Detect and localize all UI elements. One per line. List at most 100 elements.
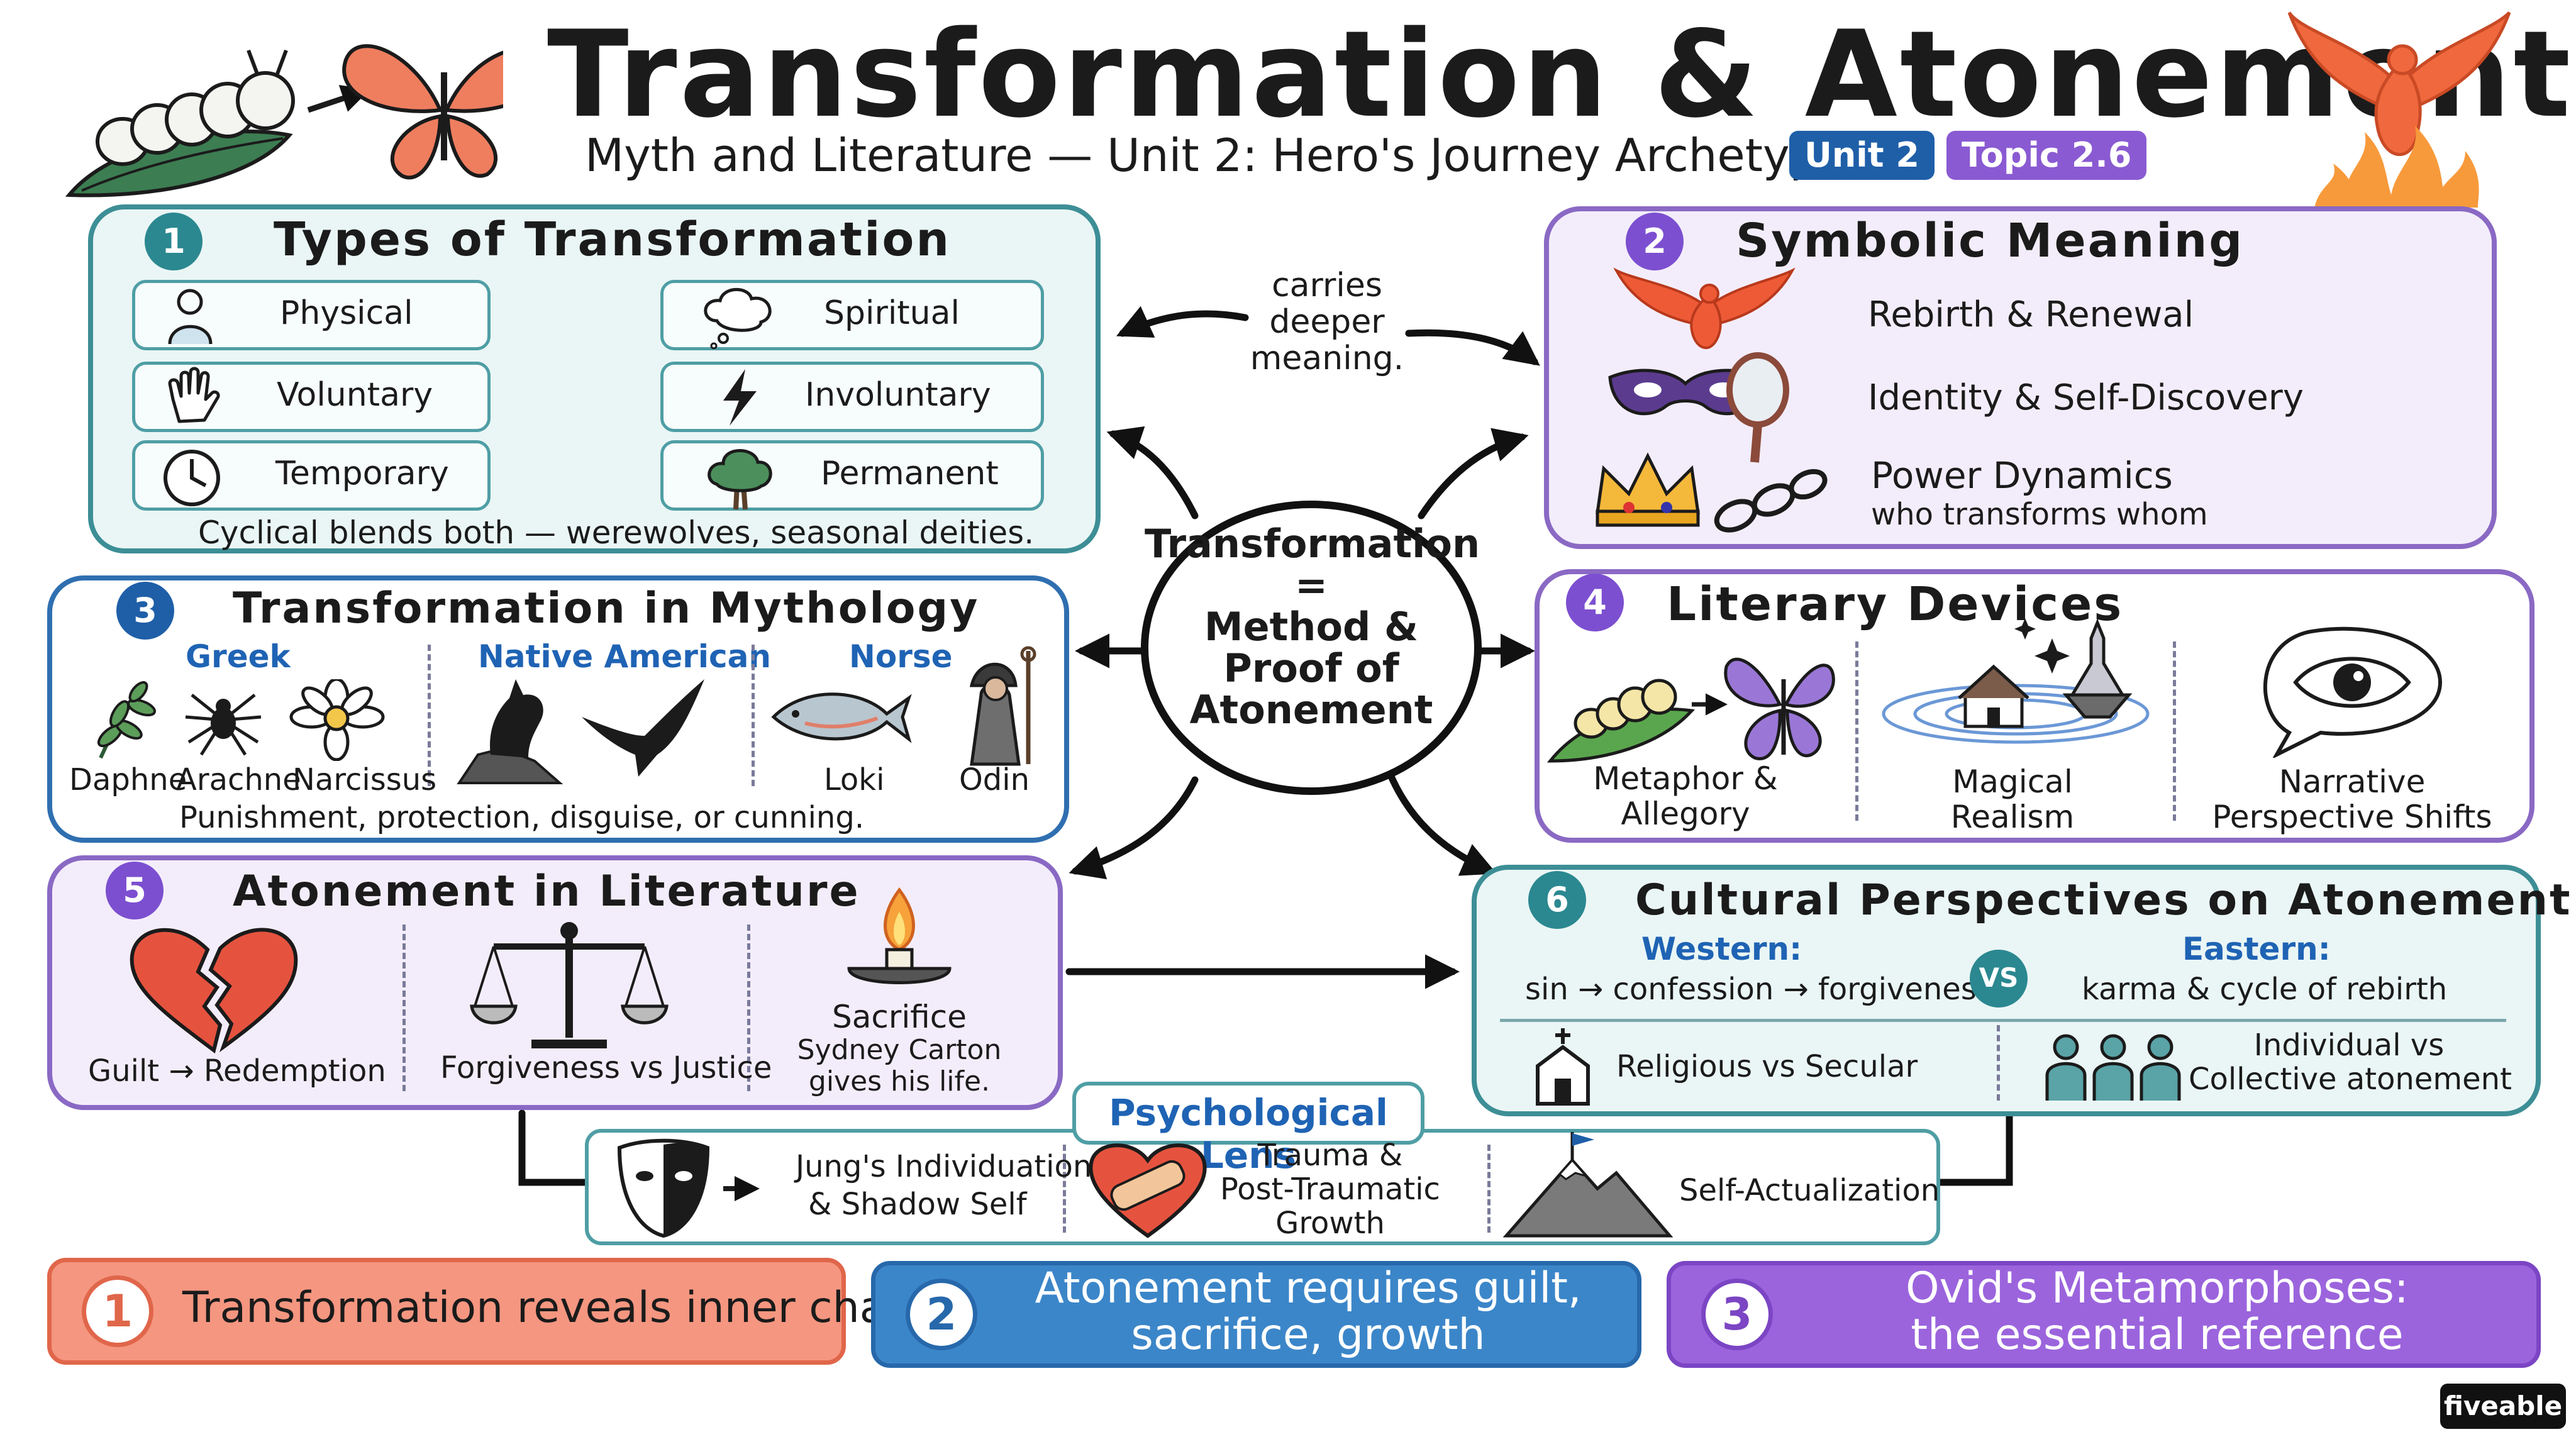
- group-norse: Norse: [849, 638, 953, 675]
- unit-tag: Unit 2: [1789, 131, 1935, 180]
- eagle-icon: [582, 679, 704, 777]
- brand-logo: fiveable: [2440, 1384, 2566, 1429]
- takeaway-text: Transformation reveals inner change: [182, 1283, 967, 1333]
- myth-loki: Loki: [824, 762, 885, 797]
- bandaged-heart-icon: [1089, 1143, 1207, 1238]
- section-psychological-lens: [585, 1129, 1940, 1245]
- western-label: Western:: [1641, 931, 1802, 967]
- section-title: Transformation in Mythology: [233, 584, 980, 633]
- eastern-label: Eastern:: [2182, 931, 2331, 967]
- section-note: Punishment, protection, disguise, or cun…: [179, 800, 865, 835]
- page-subtitle: Myth and Literature — Unit 2: Hero's Jou…: [585, 129, 1870, 182]
- myth-arachne: Arachne: [176, 762, 301, 797]
- howling-wolf-icon: [457, 679, 564, 784]
- forgiveness-vs-justice: Forgiveness vs Justice: [440, 1050, 772, 1085]
- takeaway-text: Ovid's Metamorphoses:the essential refer…: [1906, 1263, 2409, 1360]
- device-metaphor: Metaphor &Allegory: [1593, 760, 1778, 832]
- section-title: Atonement in Literature: [233, 867, 860, 916]
- carries-deeper-meaning-note: carries deeper meaning.: [1250, 267, 1404, 377]
- myth-narcissus: Narcissus: [292, 762, 437, 797]
- mountain-flag-icon: [1503, 1132, 1673, 1238]
- identity-self-discovery: Identity & Self-Discovery: [1868, 377, 2304, 418]
- power-dynamics: Power Dynamics: [1871, 454, 2173, 497]
- psych-title-tab: [1072, 1082, 1424, 1145]
- myth-odin: Odin: [959, 762, 1030, 797]
- raised-hand-icon: [168, 367, 220, 423]
- self-actualization: Self-Actualization: [1679, 1173, 1940, 1208]
- takeaway-1: [47, 1258, 846, 1365]
- group-of-people-icon: [2045, 1034, 2181, 1101]
- page-title: Transformation & Atonement: [547, 5, 2573, 144]
- label-temporary: Temporary: [275, 455, 449, 492]
- phoenix-small-icon: [1613, 267, 1796, 350]
- section-number: 1: [145, 213, 203, 270]
- metaphor-icon: [1547, 657, 1835, 763]
- section-note: Cyclical blends both — werewolves, seaso…: [198, 514, 1035, 551]
- trauma-growth: Trauma & Post-Traumatic Growth: [1220, 1138, 1440, 1241]
- church-icon: [1536, 1028, 1590, 1106]
- section-number: 3: [116, 582, 174, 640]
- group-native-american: Native American: [478, 638, 772, 675]
- jung-individuation: Jung's Individuation & Shadow Self: [796, 1149, 1092, 1222]
- label-spiritual: Spiritual: [824, 294, 960, 332]
- takeaway-number: 1: [82, 1275, 153, 1347]
- laurel-branch-icon: [97, 681, 156, 759]
- label-physical: Physical: [280, 294, 413, 332]
- section-number: 6: [1528, 871, 1586, 929]
- rebirth-renewal: Rebirth & Renewal: [1868, 294, 2194, 335]
- label-involuntary: Involuntary: [805, 376, 991, 414]
- religious-vs-secular: Religious vs Secular: [1616, 1049, 1918, 1084]
- section-number: 2: [1626, 213, 1684, 270]
- eye-speech-bubble-icon: [2263, 626, 2443, 758]
- broken-heart-icon: [130, 928, 298, 1054]
- section-number: 4: [1566, 574, 1624, 631]
- section-number: 5: [106, 862, 164, 919]
- salmon-icon: [771, 692, 912, 743]
- scales-of-justice-icon: [470, 922, 669, 1048]
- person-icon: [168, 289, 213, 345]
- eastern-text: karma & cycle of rebirth: [2082, 972, 2448, 1007]
- vs-badge: [1970, 950, 2028, 1008]
- pill-involuntary: [660, 362, 1044, 432]
- western-text: sin → confession → forgiveness: [1525, 972, 1992, 1007]
- group-greek: Greek: [186, 638, 291, 675]
- myth-daphne: Daphne: [69, 762, 187, 797]
- phoenix-icon: [2287, 11, 2511, 208]
- takeaway-number: 2: [906, 1279, 977, 1350]
- spider-icon: [185, 694, 262, 756]
- takeaway-number: 3: [1701, 1279, 1773, 1350]
- section-title: Types of Transformation: [274, 213, 952, 267]
- section-title: Literary Devices: [1667, 577, 2124, 631]
- label-permanent: Permanent: [821, 455, 999, 492]
- guilt-redemption: Guilt → Redemption: [88, 1053, 386, 1089]
- takeaway-text: Atonement requires guilt,sacrifice, grow…: [1035, 1263, 1582, 1360]
- narcissus-flower-icon: [289, 679, 385, 761]
- topic-tag: Topic 2.6: [1946, 131, 2147, 180]
- lightning-icon: [723, 369, 757, 426]
- vs-text: VS: [1979, 962, 2019, 993]
- takeaway-3: [1667, 1261, 2541, 1368]
- crown-and-chain-icon: [1596, 452, 1828, 533]
- thought-cloud-icon: [704, 287, 772, 349]
- magical-realism-icon: [1882, 618, 2150, 744]
- sacrifice: Sacrifice: [831, 999, 967, 1035]
- candle-icon: [847, 887, 952, 984]
- takeaway-2: [871, 1261, 1641, 1368]
- power-dynamics-sub: who transforms whom: [1871, 497, 2208, 532]
- clock-icon: [164, 450, 220, 506]
- center-concept: Transformation = Method & Proof of Atone…: [1145, 521, 1480, 733]
- mask-and-mirror-icon: [1608, 352, 1789, 463]
- section-title: Symbolic Meaning: [1736, 214, 2245, 268]
- theater-mask-icon: [617, 1138, 760, 1238]
- tree-icon: [708, 449, 772, 510]
- odin-icon: [969, 646, 1036, 766]
- section-title: Cultural Perspectives on Atonement: [1635, 875, 2572, 925]
- label-voluntary: Voluntary: [277, 376, 433, 414]
- psych-title: Psychological Lens: [1109, 1091, 1388, 1177]
- caterpillar-to-butterfly-icon: [65, 44, 503, 197]
